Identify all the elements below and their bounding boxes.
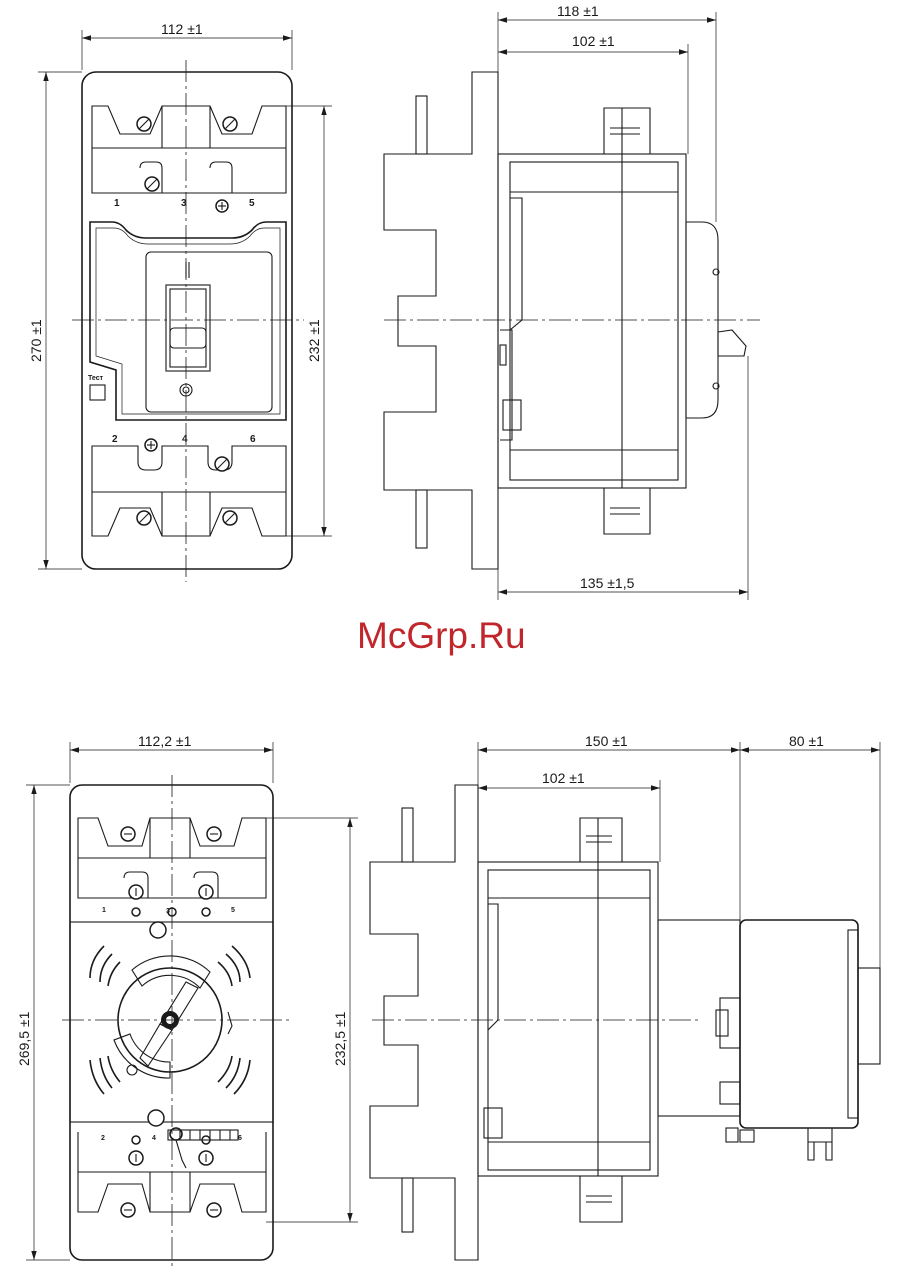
bottom-front-dimensions bbox=[26, 742, 358, 1260]
dim-width-bottom: 112,2 ±1 bbox=[138, 733, 192, 749]
terminal-label-2-b: 2 bbox=[101, 1135, 105, 1142]
dim-height-body-bottom: 232,5 ±1 bbox=[332, 1011, 348, 1066]
terminal-label-5-b: 5 bbox=[231, 907, 235, 914]
dim-width-top: 112 ±1 bbox=[161, 21, 203, 37]
dim-body-top-side: 102 ±1 bbox=[572, 33, 615, 49]
bottom-side-dimensions bbox=[478, 742, 880, 968]
bottom-side-view bbox=[370, 785, 880, 1260]
top-side-view bbox=[384, 72, 760, 569]
dim-height-body-top: 232 ±1 bbox=[306, 319, 322, 362]
top-front-view bbox=[72, 60, 304, 582]
terminal-label-1-b: 1 bbox=[102, 907, 106, 914]
dim-bottom-top-side: 135 ±1,5 bbox=[580, 575, 635, 591]
dim-height-total-bottom: 269,5 ±1 bbox=[16, 1011, 32, 1066]
terminal-label-6-b: 6 bbox=[238, 1135, 242, 1142]
dim-total-bottom-side: 150 ±1 bbox=[585, 733, 628, 749]
terminal-label-3-b: 3 bbox=[166, 908, 170, 915]
terminal-label-1: 1 bbox=[114, 198, 120, 209]
dim-total-top-side: 118 ±1 bbox=[557, 3, 599, 19]
terminal-label-5: 5 bbox=[249, 198, 255, 209]
terminal-label-6: 6 bbox=[250, 434, 256, 445]
dim-drive-bottom-side: 80 ±1 bbox=[789, 733, 824, 749]
dim-body-bottom-side: 102 ±1 bbox=[542, 770, 585, 786]
watermark: McGrp.Ru bbox=[357, 615, 526, 656]
terminal-label-4-b: 4 bbox=[152, 1135, 156, 1142]
top-side-dimensions bbox=[498, 12, 748, 600]
test-button-label: Тест bbox=[88, 375, 104, 382]
terminal-label-3: 3 bbox=[181, 198, 187, 209]
bottom-front-view bbox=[62, 775, 292, 1268]
terminal-label-2: 2 bbox=[112, 434, 118, 445]
terminal-label-4: 4 bbox=[182, 434, 188, 445]
dim-height-total-top: 270 ±1 bbox=[28, 319, 44, 362]
